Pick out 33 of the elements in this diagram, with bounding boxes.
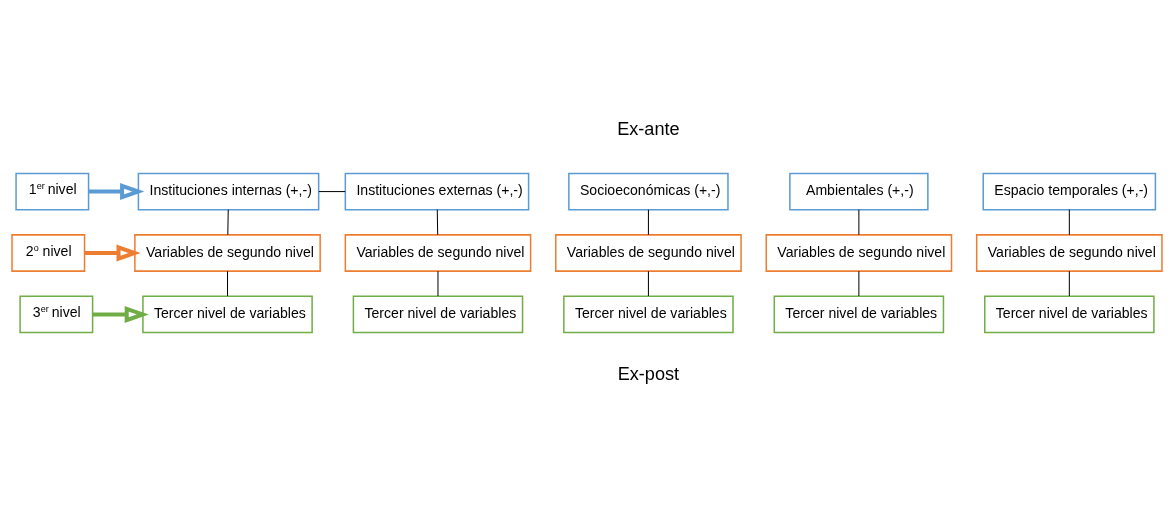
node-box: 3$^{er}$ nivel [19,295,94,334]
node-box: Variables de segundo nivel [555,234,742,272]
label: Ex-post [617,364,680,385]
node-box: 2$^{o}$ nivel [11,234,86,272]
node-box: Variables de segundo nivel [134,234,321,272]
connector [1068,270,1070,297]
node-box: 1$^{er}$ nivel [15,172,90,211]
node-box: Tercer nivel de variables [142,295,313,334]
connector [647,270,649,297]
connector [227,270,229,297]
node-box: Socioeconómicas (+,-) [568,172,729,211]
node-box: Instituciones externas (+,-) [344,172,530,211]
connector [858,209,860,236]
node-box: Variables de segundo nivel [765,234,953,272]
connector [227,209,229,236]
node-box: Tercer nivel de variables [984,295,1155,334]
node-box: Ambientales (+,-) [789,172,929,211]
node-box: Tercer nivel de variables [773,295,945,334]
connector [858,270,860,297]
arrow [92,305,149,323]
node-box: Variables de segundo nivel [975,234,1163,272]
node-box: Tercer nivel de variables [563,295,734,334]
connector [436,209,439,236]
label: Ex-ante [617,118,680,139]
node-box: Espacio temporales (+,-) [982,172,1157,211]
connector [318,191,346,193]
node-box: Instituciones internas (+,-) [137,172,320,211]
node-box: Tercer nivel de variables [352,295,524,334]
arrow [88,183,145,201]
connector [647,209,649,236]
node-box: Variables de segundo nivel [344,234,532,272]
arrow [84,244,141,262]
connector [1068,209,1070,236]
